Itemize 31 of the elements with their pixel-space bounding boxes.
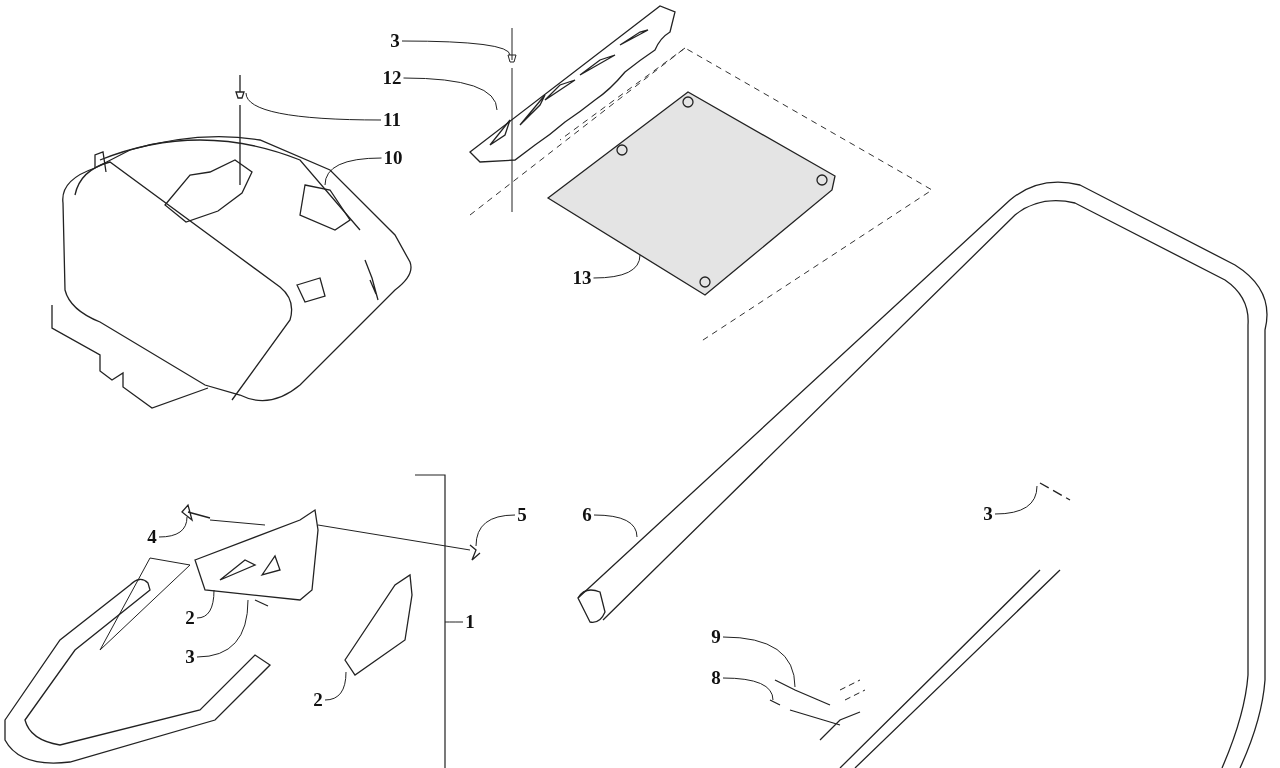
leader-line	[444, 621, 464, 623]
leader-line	[324, 671, 347, 701]
leader-line	[994, 485, 1038, 515]
leader-line	[722, 677, 774, 701]
leader-line	[245, 92, 382, 121]
callout-number: 2	[185, 608, 195, 628]
callout-number: 5	[517, 505, 527, 525]
wing-nut-drawing	[469, 544, 481, 561]
leader-line	[593, 514, 638, 538]
callout-number: 6	[582, 505, 592, 525]
callout-number: 9	[711, 627, 721, 647]
callout-number: 4	[147, 527, 157, 547]
callout-number: 1	[465, 612, 475, 632]
leader-line	[324, 157, 382, 186]
leader-line	[475, 514, 516, 547]
leader-line	[158, 516, 188, 538]
callout-number: 13	[572, 268, 592, 288]
callout-number: 3	[983, 504, 993, 524]
leader-line	[196, 599, 249, 658]
leader-line	[593, 254, 641, 279]
callout-number: 11	[383, 110, 401, 130]
leader-line	[196, 589, 215, 619]
callout-number: 2	[313, 690, 323, 710]
leader-line	[403, 77, 498, 111]
leader-line	[401, 40, 511, 56]
leader-line	[722, 636, 796, 688]
callout-number: 3	[390, 31, 400, 51]
callout-number: 10	[383, 148, 403, 168]
callout-number: 8	[711, 668, 721, 688]
callout-number: 3	[185, 647, 195, 667]
callout-number: 12	[382, 68, 402, 88]
